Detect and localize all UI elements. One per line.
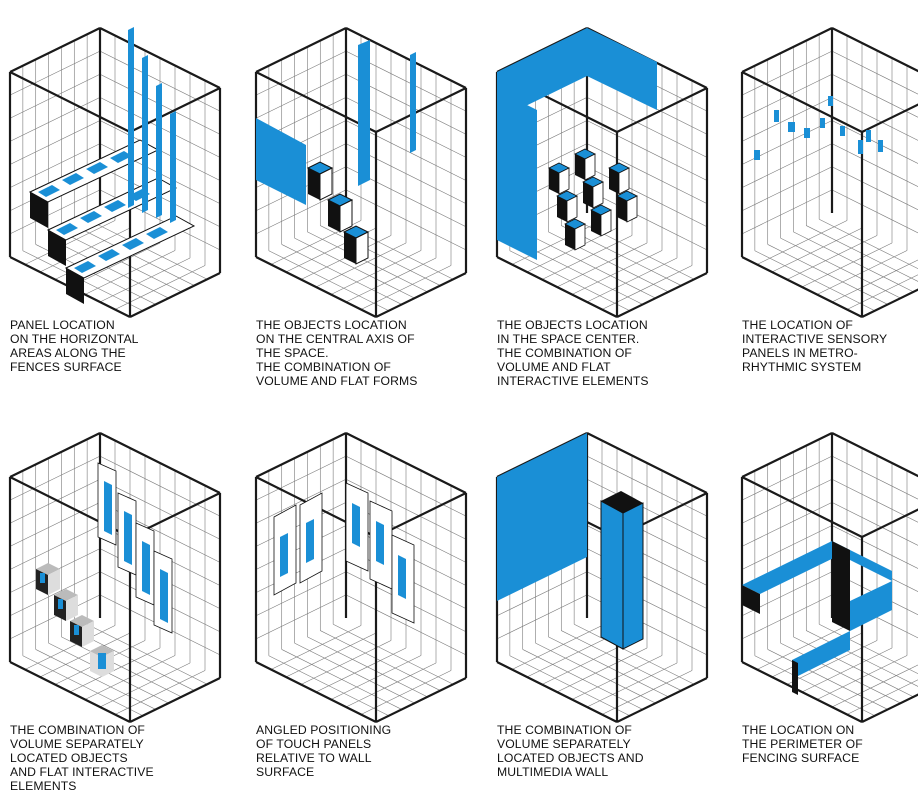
diagram-caption-8: THE LOCATION ON THE PERIMETER OF FENCING… [742,723,918,765]
diagram-caption-2: THE OBJECTS LOCATION ON THE CENTRAL AXIS… [256,318,471,388]
room-elements [742,541,892,695]
diagram-caption-4: THE LOCATION OF INTERACTIVE SENSORY PANE… [742,318,918,374]
diagram-panel-7: THE COMBINATION OF VOLUME SEPARATELY LOC… [487,405,717,805]
room-diagram-7 [487,405,717,715]
room-elements [256,40,416,264]
room-diagram-4 [732,0,918,310]
diagram-caption-7: THE COMBINATION OF VOLUME SEPARATELY LOC… [497,723,712,779]
room-diagram-8 [732,405,918,715]
room-diagram-1 [0,0,230,310]
diagram-panel-2: THE OBJECTS LOCATION ON THE CENTRAL AXIS… [246,0,476,400]
room-frame [742,28,918,317]
diagram-caption-1: PANEL LOCATION ON THE HORIZONTAL AREAS A… [10,318,225,374]
room-diagram-3 [487,0,717,310]
diagram-caption-3: THE OBJECTS LOCATION IN THE SPACE CENTER… [497,318,712,388]
room-diagram-2 [246,0,476,310]
diagram-panel-6: ANGLED POSITIONING OF TOUCH PANELS RELAT… [246,405,476,805]
diagram-panel-8: THE LOCATION ON THE PERIMETER OF FENCING… [732,405,918,805]
room-diagram-6 [246,405,476,715]
diagram-caption-5: THE COMBINATION OF VOLUME SEPARATELY LOC… [10,723,225,793]
diagram-panel-5: THE COMBINATION OF VOLUME SEPARATELY LOC… [0,405,230,805]
diagram-caption-6: ANGLED POSITIONING OF TOUCH PANELS RELAT… [256,723,471,779]
diagram-panel-3: THE OBJECTS LOCATION IN THE SPACE CENTER… [487,0,717,400]
diagram-panel-1: PANEL LOCATION ON THE HORIZONTAL AREAS A… [0,0,230,400]
room-elements [36,463,172,677]
diagram-panel-4: THE LOCATION OF INTERACTIVE SENSORY PANE… [732,0,918,400]
room-elements [497,28,657,260]
room-diagram-5 [0,405,230,715]
room-frame [10,28,220,317]
